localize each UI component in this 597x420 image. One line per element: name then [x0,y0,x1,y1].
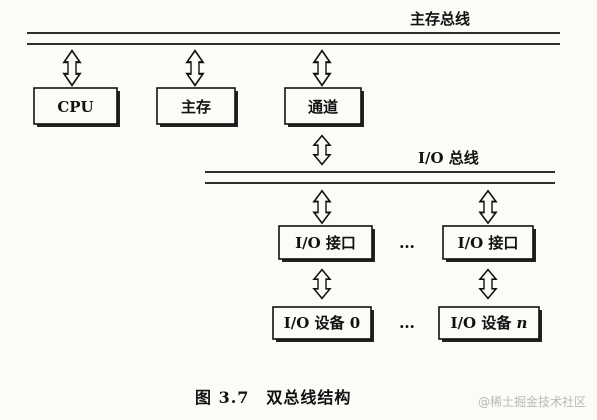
io-interface-2-bus-arrow [479,189,497,225]
io-device-2-label-prefix: I/O 设备 [451,314,517,332]
channel-bus-arrow [312,49,332,87]
io-device-1-box: I/O 设备 0 [272,306,374,342]
memory-bus-arrow [185,49,205,87]
devices-ellipsis: … [399,313,417,332]
io-device-1-arrow [313,268,331,300]
main-memory-bus: 主存总线 [27,10,560,45]
cpu-label: CPU [57,98,93,116]
memory-box: 主存 [156,87,238,127]
cpu-box: CPU [33,87,120,127]
cpu-bus-arrow [62,49,82,87]
interfaces-ellipsis: … [399,233,417,252]
io-device-1-label: I/O 设备 0 [284,314,360,332]
io-interface-1-bus-arrow [313,189,331,225]
channel-io-bus-arrow [313,134,331,166]
io-interface-2-label: I/O 接口 [458,234,519,252]
io-interface-1-box: I/O 接口 [278,225,375,262]
channel-box: 通道 [284,87,364,127]
io-device-2-label-suffix: n [517,314,528,332]
watermark: @稀土掘金技术社区 [478,394,586,409]
io-device-2-box: I/O 设备 n [438,306,542,342]
io-bus-label: I/O 总线 [418,149,479,167]
figure-caption: 图 3.7 双总线结构 [195,388,351,407]
io-device-2-arrow [479,268,497,300]
io-bus: I/O 总线 [205,149,555,184]
main-bus-label: 主存总线 [410,10,470,28]
channel-label: 通道 [308,98,338,116]
io-device-2-label: I/O 设备 n [451,314,528,332]
io-interface-2-box: I/O 接口 [442,225,536,262]
io-interface-1-label: I/O 接口 [295,234,356,252]
memory-label: 主存 [181,98,211,116]
